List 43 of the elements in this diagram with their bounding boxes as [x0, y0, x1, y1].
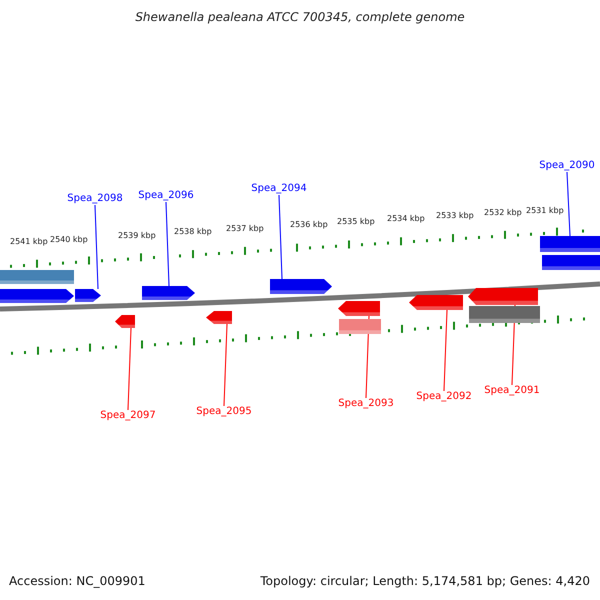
gene-label: Spea_2097 — [99, 410, 157, 422]
scale-label: 2541 kbp — [10, 237, 48, 248]
leader-line — [278, 194, 282, 280]
leader-line — [166, 202, 170, 286]
scale-label: 2538 kbp — [174, 227, 212, 238]
scale-label: 2533 kbp — [436, 211, 474, 222]
scale-label: 2532 kbp — [484, 208, 522, 218]
gene-block — [115, 315, 135, 328]
gene-block — [540, 236, 600, 252]
leader-line — [128, 328, 132, 410]
accession-note: Accession: NC_009901 — [9, 574, 146, 588]
scale-label: 2535 kbp — [337, 217, 375, 228]
leader-line — [94, 204, 98, 290]
gene-block — [0, 270, 74, 284]
leader-line — [444, 310, 448, 392]
gene-label: Spea_2094 — [250, 183, 308, 195]
scale-label: 2531 kbp — [526, 206, 564, 216]
gene-block — [75, 289, 101, 302]
gene-label: Spea_2093 — [337, 398, 395, 410]
gene-block — [468, 288, 538, 305]
scale-label: 2539 kbp — [118, 230, 156, 241]
scale-label: 2537 kbp — [226, 224, 264, 234]
gene-label: Spea_2090 — [538, 160, 596, 172]
gene-block — [270, 279, 332, 294]
leader-line — [566, 172, 570, 236]
gene-block — [142, 286, 195, 300]
leader-line — [224, 324, 228, 406]
scale-label: 2540 kbp — [50, 234, 88, 245]
gene-block — [469, 306, 540, 323]
gene-block — [542, 255, 600, 270]
gene-block — [409, 295, 463, 310]
gene-label: Spea_2098 — [66, 193, 124, 205]
genome-summary: Topology: circular; Length: 5,174,581 bp; Genes: 4,420 — [260, 574, 590, 588]
gene-block — [339, 319, 381, 334]
gene-label: Spea_2096 — [137, 190, 195, 202]
gene-label: Spea_2092 — [415, 391, 473, 403]
gene-block — [338, 301, 380, 316]
scale-label: 2534 kbp — [387, 214, 425, 224]
scale-label: 2536 kbp — [290, 220, 328, 230]
title: Shewanella pealeana ATCC 700345, complete genome — [134, 10, 466, 24]
gene-block — [206, 311, 232, 324]
gene-label: Spea_2091 — [483, 385, 541, 397]
gene-label: Spea_2095 — [195, 406, 253, 418]
